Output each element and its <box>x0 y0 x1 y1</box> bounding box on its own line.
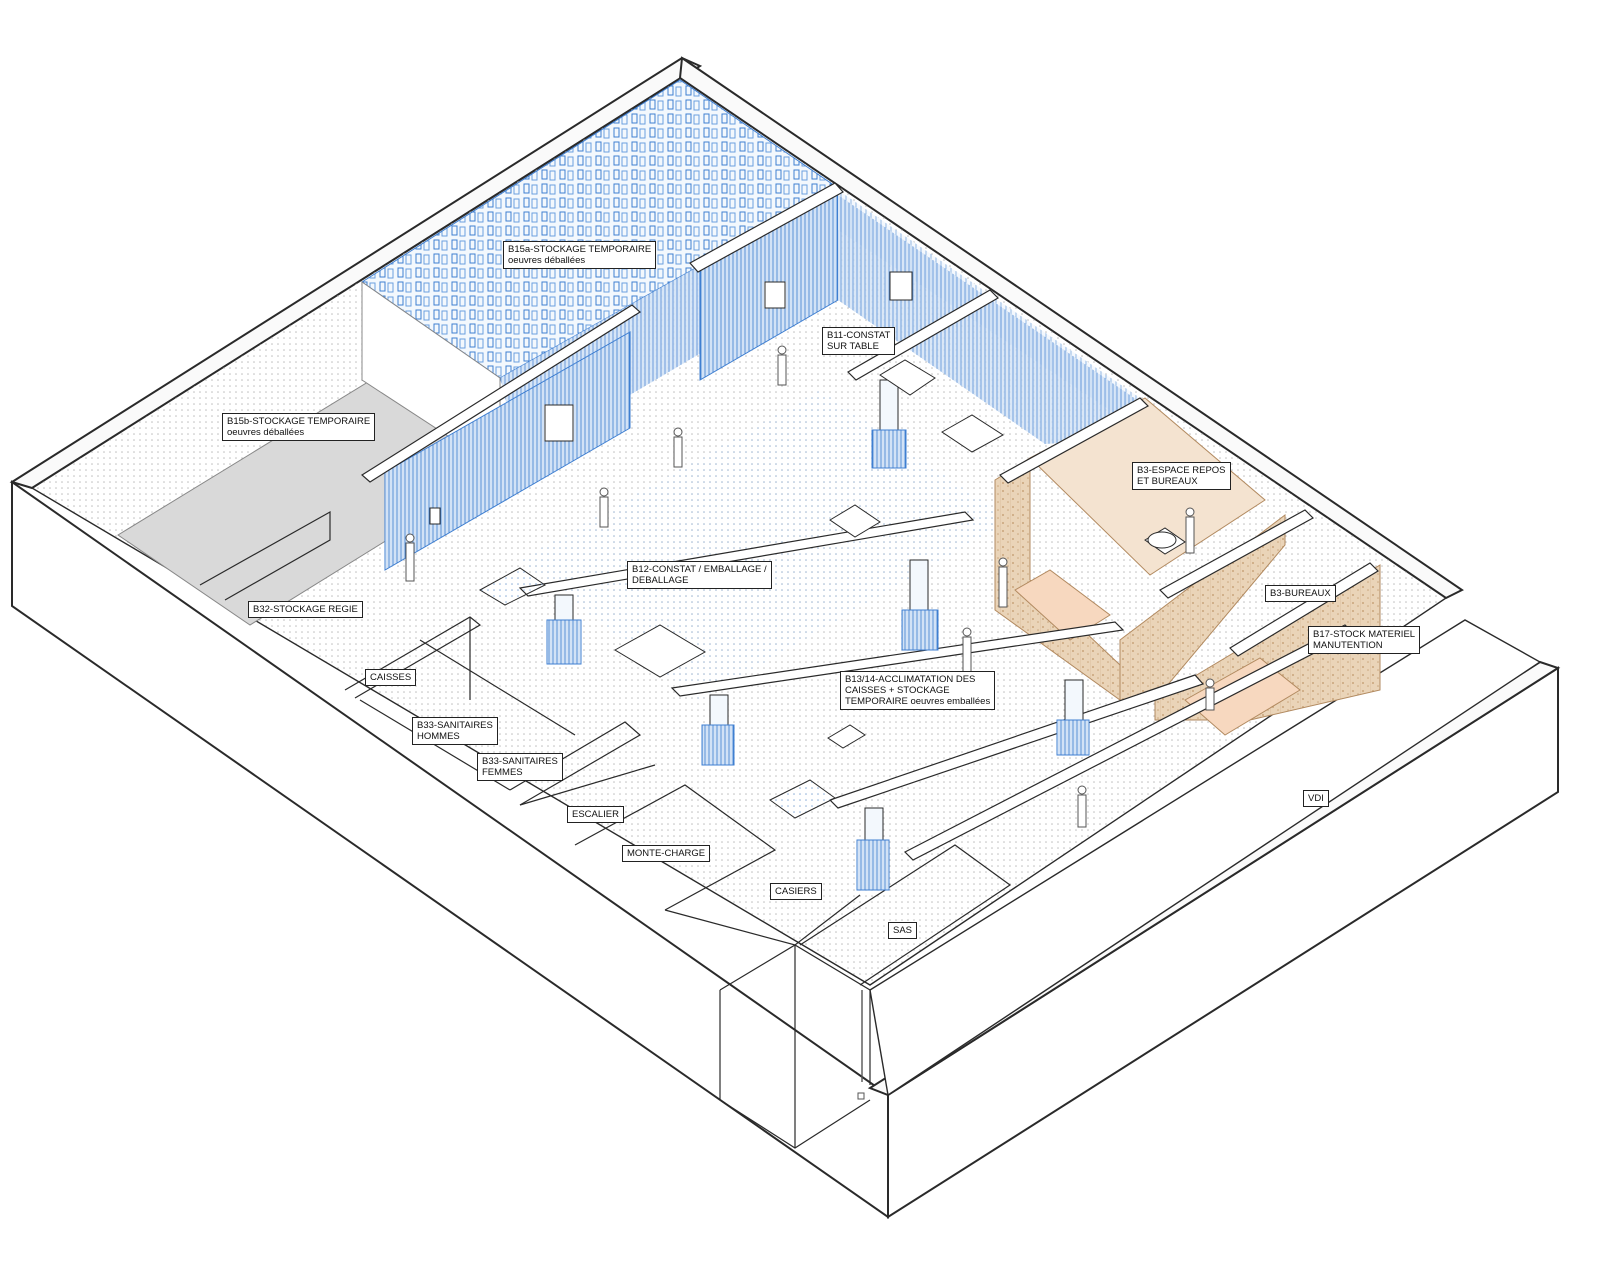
person-8 <box>1077 785 1087 828</box>
label-b15a: B15a-STOCKAGE TEMPORAIRE oeuvres déballé… <box>503 241 657 269</box>
table-b11 <box>941 414 1004 453</box>
corridor-inner-wall <box>869 619 1542 1097</box>
column-4-base <box>701 724 735 766</box>
floor-mark <box>857 1092 865 1100</box>
label-b15b-line2: oeuvres déballées <box>227 427 305 438</box>
label-b13-14: B13/14-ACCLIMATATION DES CAISSES + STOCK… <box>840 671 996 710</box>
label-b11: B11-CONSTAT SUR TABLE <box>822 327 896 355</box>
label-caisses: CAISSES <box>365 669 417 686</box>
label-b13-line3: TEMPORAIRE oeuvres emballées <box>845 696 991 707</box>
label-b32-text: B32-STOCKAGE REGIE <box>253 604 358 615</box>
label-b12-line2: DEBALLAGE <box>632 575 689 586</box>
table-b11-2 <box>879 359 936 396</box>
beam-1 <box>360 304 642 483</box>
label-b3-repos-line1: B3-ESPACE REPOS <box>1137 465 1226 476</box>
screen-panel-2 <box>764 281 786 309</box>
label-b17-line2: MANUTENTION <box>1313 640 1383 651</box>
label-vdi-text: VDI <box>1308 793 1324 804</box>
label-b33h-line1: B33-SANITAIRES <box>417 720 493 731</box>
screen-back-wall <box>838 195 1140 444</box>
label-b3-repos-line2: ET BUREAUX <box>1137 476 1198 487</box>
label-b13-line2: CAISSES + STOCKAGE <box>845 685 950 696</box>
pallet-2 <box>769 779 836 819</box>
blue-screens <box>384 189 1140 571</box>
beam-9 <box>1159 509 1314 599</box>
label-b33f-line1: B33-SANITAIRES <box>482 756 558 767</box>
label-vdi: VDI <box>1303 790 1329 807</box>
sanitaires-wall-2 <box>419 639 576 736</box>
label-escalier-text: ESCALIER <box>572 809 619 820</box>
label-b12: B12-CONSTAT / EMBALLAGE / DEBALLAGE <box>627 561 772 589</box>
table-center <box>829 504 881 538</box>
person-5 <box>998 557 1008 608</box>
column-2-base <box>546 619 582 665</box>
label-b15b-line1: B15b-STOCKAGE TEMPORAIRE <box>227 416 371 427</box>
label-casiers: CASIERS <box>770 883 822 900</box>
column-5-base <box>856 839 890 891</box>
beam-8 <box>999 397 1149 484</box>
screen-panel-4 <box>429 507 441 525</box>
label-monte-charge: MONTE-CHARGE <box>622 845 711 862</box>
label-b15a-line2: oeuvres déballées <box>508 255 586 266</box>
escalier-wall <box>509 721 642 806</box>
label-caisses-text: CAISSES <box>370 672 412 683</box>
core-box <box>719 944 871 1085</box>
screen-panel-1 <box>544 404 574 442</box>
label-b3-bureaux: B3-BUREAUX <box>1265 585 1336 602</box>
label-b17-line1: B17-STOCK MATERIEL <box>1313 629 1416 640</box>
label-casiers-text: CASIERS <box>775 886 817 897</box>
pallet-1 <box>478 567 546 606</box>
service-rooms <box>199 510 1012 1149</box>
label-sas: SAS <box>888 922 918 939</box>
crates <box>827 724 866 749</box>
office-peach-floor-3 <box>1014 569 1111 641</box>
column-3-base <box>901 609 939 651</box>
table-b12 <box>614 624 706 678</box>
label-b3-repos: B3-ESPACE REPOS ET BUREAUX <box>1132 462 1231 490</box>
label-monte-charge-text: MONTE-CHARGE <box>627 848 706 859</box>
person-6 <box>962 627 972 676</box>
person-3 <box>599 487 609 528</box>
label-b11-line1: B11-CONSTAT <box>827 330 891 341</box>
label-b12-line1: B12-CONSTAT / EMBALLAGE / <box>632 564 767 575</box>
monte-charge-box <box>574 784 777 911</box>
label-sas-text: SAS <box>893 925 913 936</box>
furniture <box>478 359 1186 819</box>
beam-3 <box>847 289 999 381</box>
person-2 <box>673 427 683 468</box>
label-b33f-line2: FEMMES <box>482 767 523 778</box>
person-1 <box>777 345 787 386</box>
column-1-base <box>871 429 907 469</box>
label-b15b: B15b-STOCKAGE TEMPORAIRE oeuvres déballé… <box>222 413 376 441</box>
screen-b15b <box>384 331 631 571</box>
caisses-wall <box>344 616 482 699</box>
label-b33-femmes: B33-SANITAIRES FEMMES <box>477 753 563 781</box>
sas-walls <box>799 844 1012 986</box>
column-6-base <box>1056 719 1090 756</box>
person-7 <box>1185 507 1195 554</box>
b32-wall <box>199 510 331 601</box>
label-b33h-line2: HOMMES <box>417 731 460 742</box>
stair-lines <box>519 764 656 806</box>
label-b3-bureaux-text: B3-BUREAUX <box>1270 588 1331 599</box>
outer-building-walls <box>9 56 1561 1219</box>
label-b32: B32-STOCKAGE REGIE <box>248 601 363 618</box>
person-9 <box>1205 678 1215 711</box>
label-b11-line2: SUR TABLE <box>827 341 879 352</box>
label-b15a-line1: B15a-STOCKAGE TEMPORAIRE <box>508 244 652 255</box>
label-b17: B17-STOCK MATERIEL MANUTENTION <box>1308 626 1421 654</box>
label-escalier: ESCALIER <box>567 806 624 823</box>
left-wall-top <box>9 56 703 490</box>
office-peach-floor-2 <box>1184 657 1301 736</box>
vdi-corridor <box>861 619 1542 1097</box>
columns <box>546 379 1090 891</box>
screen-panel-3 <box>889 271 913 301</box>
round-table <box>1147 531 1177 549</box>
label-b13-line1: B13/14-ACCLIMATATION DES <box>845 674 976 685</box>
beam-2 <box>689 182 844 273</box>
person-4 <box>405 533 415 582</box>
label-b33-hommes: B33-SANITAIRES HOMMES <box>412 717 498 745</box>
